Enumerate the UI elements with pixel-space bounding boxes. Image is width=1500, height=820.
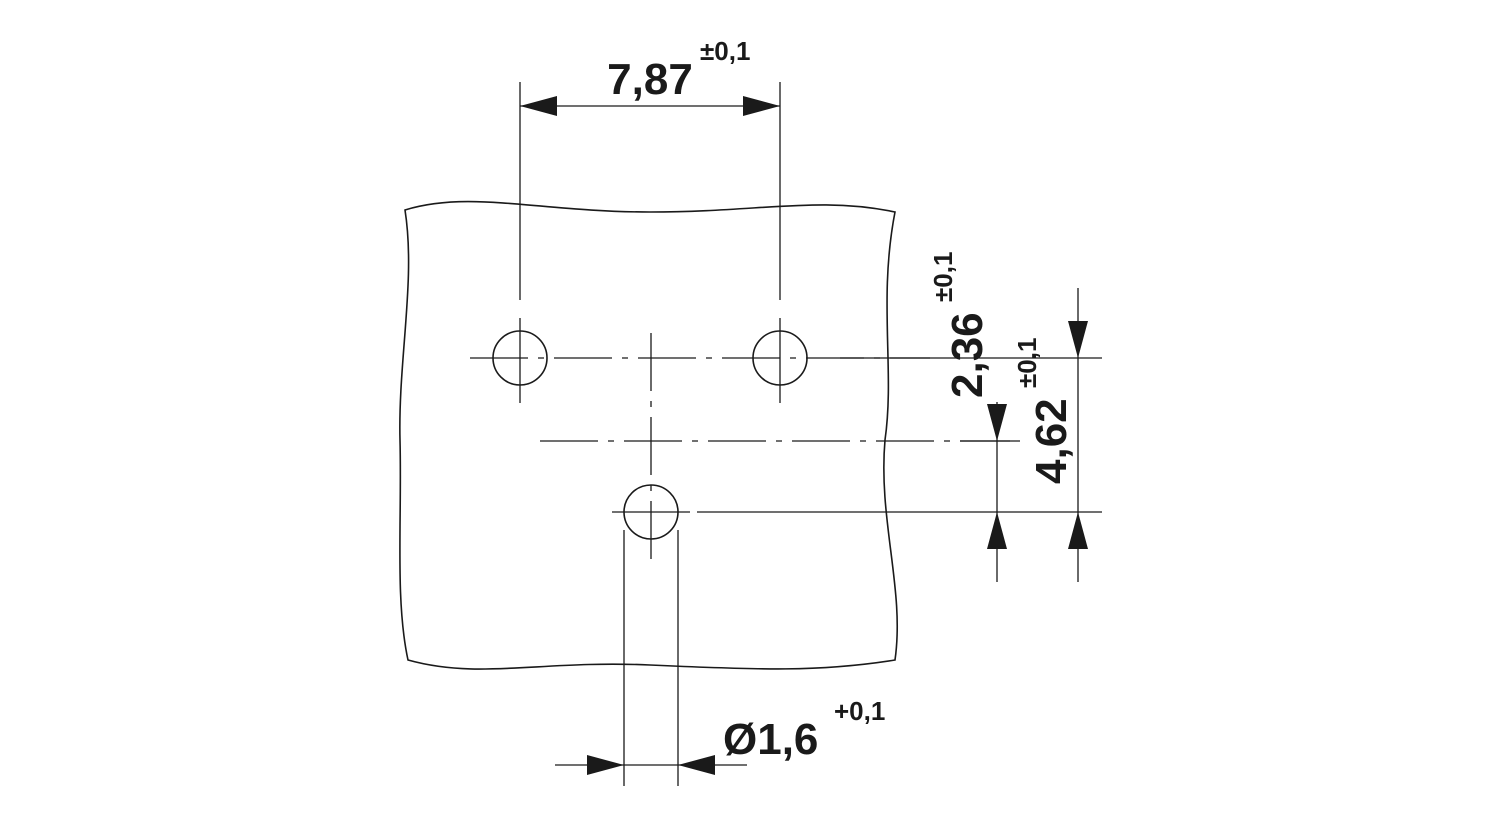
total-offset-tolerance: ±0,1: [1012, 338, 1042, 388]
hole-diameter-value: Ø1,6: [723, 715, 818, 764]
dimension-hole-diameter: Ø1,6 +0,1: [555, 530, 885, 786]
row-offset-tolerance: ±0,1: [928, 252, 958, 302]
hole-top-right: [752, 330, 808, 386]
hole-bottom: [623, 484, 679, 540]
hole-top-left: [492, 330, 548, 386]
row-offset-value: 2,36: [943, 312, 992, 398]
board-outline: [399, 200, 898, 670]
hole-pitch-value: 7,87: [607, 55, 693, 104]
total-offset-value: 4,62: [1027, 398, 1076, 484]
dimension-total-offset: 4,62 ±0,1: [1012, 288, 1088, 582]
dimension-row-offset: 2,36 ±0,1: [928, 252, 1007, 582]
hole-pitch-tolerance: ±0,1: [700, 36, 750, 66]
hole-diameter-tolerance: +0,1: [834, 696, 885, 726]
dimension-hole-pitch: 7,87 ±0,1: [519, 36, 781, 300]
